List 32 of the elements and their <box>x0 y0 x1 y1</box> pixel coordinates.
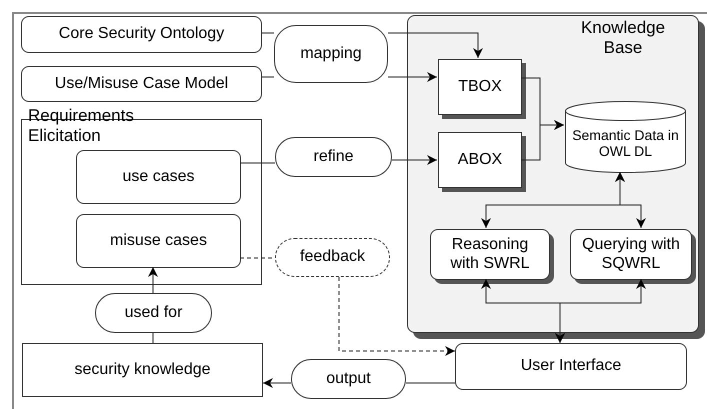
node-label: Semantic Data in OWL DL <box>571 126 680 160</box>
node-label: output <box>326 370 371 388</box>
node-label: security knowledge <box>74 360 211 380</box>
arrow <box>388 32 483 58</box>
arrow <box>388 72 438 82</box>
dashed-connector <box>338 276 456 356</box>
arrow <box>555 278 646 344</box>
node-label: ABOX <box>458 150 502 170</box>
node-label: User Interface <box>520 357 622 376</box>
arrow <box>262 378 292 388</box>
node-label: Use/Misuse Case Model <box>54 74 228 94</box>
process-box <box>21 16 262 53</box>
process-box <box>21 66 262 102</box>
node-label: used for <box>124 304 182 322</box>
node-label: Querying with SQWRL <box>581 236 681 273</box>
node-label: mapping <box>300 44 362 64</box>
node-label: misuse cases <box>110 232 207 250</box>
node-label: refine <box>313 148 354 166</box>
node-label: feedback <box>300 248 365 267</box>
process-box <box>455 343 687 390</box>
process-box <box>76 214 241 268</box>
arrow <box>148 266 158 294</box>
node-label: Core Security Ontology <box>58 25 224 44</box>
arrow <box>615 172 646 228</box>
node-label: use cases <box>122 168 195 186</box>
arrow <box>520 120 564 160</box>
process-box <box>76 150 241 204</box>
process-box <box>22 343 263 397</box>
panel-title: Knowledge Base <box>580 18 666 58</box>
arrow <box>392 155 438 165</box>
node-label: TBOX <box>458 78 502 96</box>
node-label: Reasoning with SWRL <box>449 236 531 273</box>
